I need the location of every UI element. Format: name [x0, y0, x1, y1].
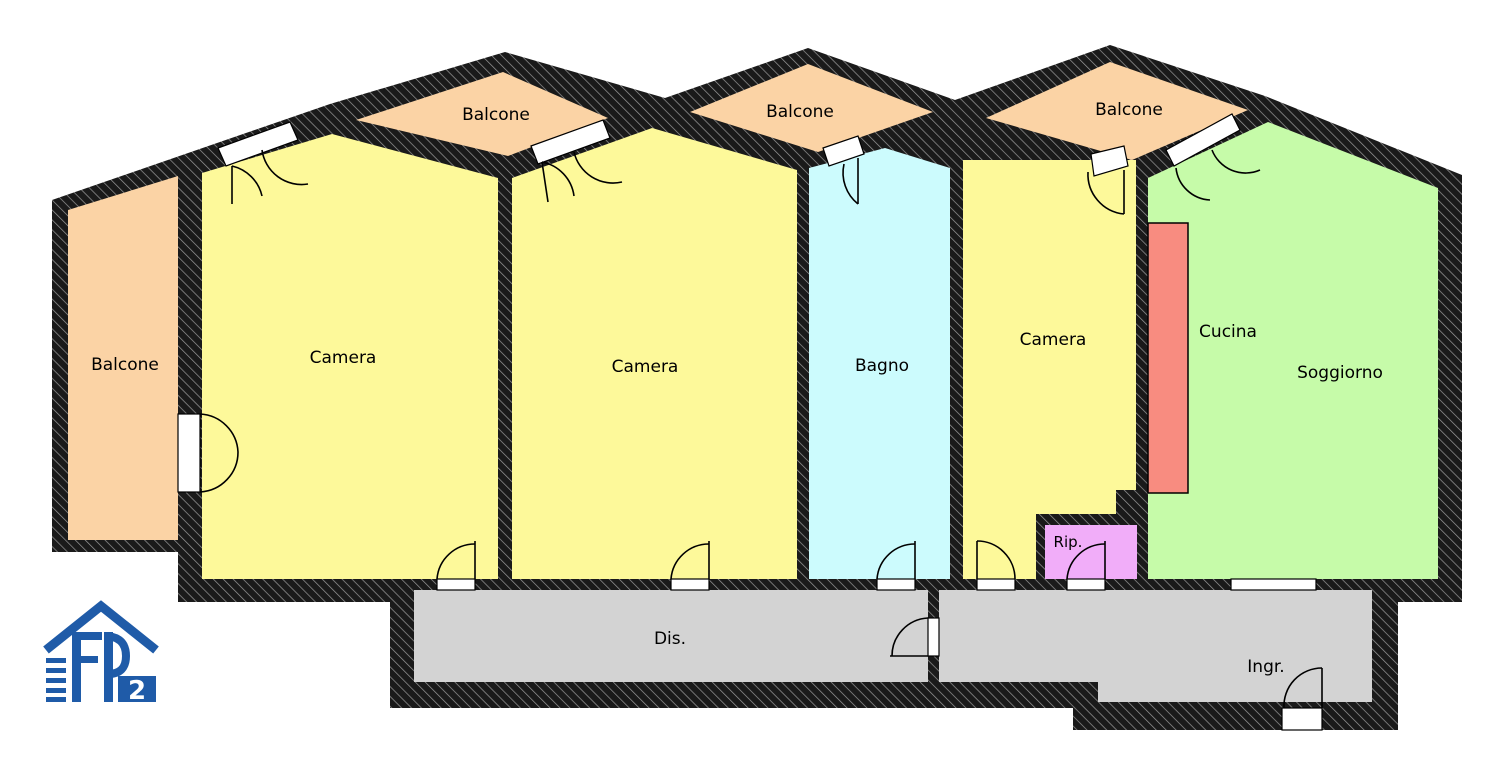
label-soggiorno: Soggiorno	[1297, 363, 1383, 383]
label-disimpegno: Dis.	[654, 629, 686, 649]
ingresso-area	[939, 590, 1372, 702]
label-cucina: Cucina	[1199, 322, 1257, 342]
balcone-left-area	[68, 176, 178, 540]
room-labels: Balcone Balcone Balcone Balcone Camera C…	[91, 100, 1383, 677]
balcone-top-2-area	[690, 64, 933, 152]
label-camera-3: Camera	[1020, 330, 1087, 350]
doors	[199, 149, 1323, 709]
house-a2-logo-icon: 2	[43, 600, 159, 706]
disimpegno-area	[414, 590, 928, 682]
label-camera-2: Camera	[612, 357, 679, 377]
camera-3-area	[963, 160, 1136, 579]
openings	[177, 113, 1323, 731]
label-ripostiglio: Rip.	[1054, 533, 1083, 551]
logo-number: 2	[128, 676, 146, 706]
balcone-top-1-area	[356, 72, 608, 156]
soggiorno-area	[1148, 122, 1438, 579]
ripostiglio-area	[1045, 525, 1137, 579]
label-balcone-top-3: Balcone	[1095, 100, 1163, 120]
label-camera-1: Camera	[310, 348, 377, 368]
label-balcone-top-1: Balcone	[462, 105, 530, 125]
label-bagno: Bagno	[855, 356, 909, 376]
bagno-area	[809, 148, 950, 579]
camera-2-area	[512, 128, 797, 579]
label-balcone-left: Balcone	[91, 355, 159, 375]
camera-1-area	[202, 134, 498, 579]
room-fills	[68, 62, 1438, 702]
kitchen-counter	[1147, 222, 1189, 494]
balcone-top-3-area	[986, 62, 1248, 160]
label-ingresso: Ingr.	[1247, 657, 1284, 677]
label-balcone-top-2: Balcone	[766, 102, 834, 122]
